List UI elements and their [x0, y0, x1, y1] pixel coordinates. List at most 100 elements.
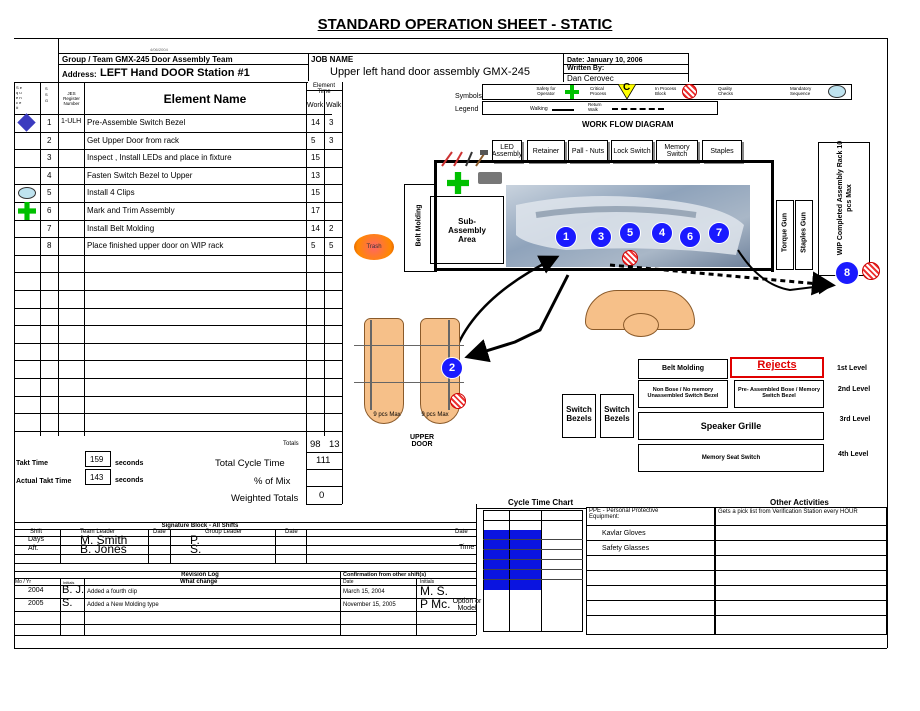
row-jes: 1-ULH: [61, 118, 82, 125]
hand-tools-icon: [440, 148, 490, 168]
safety-symbol-text: Safety for Operator: [536, 86, 556, 96]
rev-year: 2004: [28, 587, 44, 594]
rev-what: Added a fourth clip: [87, 589, 138, 595]
row-work: 14: [311, 118, 320, 127]
critical-letter: C: [623, 82, 631, 93]
element-time-header: Element Time: [312, 83, 335, 95]
mandatory-oval-icon: [18, 187, 36, 200]
row-work: 13: [311, 170, 320, 180]
switch-bezels-1: Switch Bezels: [562, 394, 596, 438]
critical-symbol-text: Critical Process: [590, 86, 607, 96]
staples-gun: Staples Gun: [795, 200, 813, 270]
col-sg-header: S S G: [45, 86, 49, 103]
row-seq: 4: [47, 170, 52, 180]
ppe-item-1: Kavlar Gloves: [602, 530, 646, 537]
rev-what: Added a New Molding type: [87, 602, 159, 608]
row-seq: 1: [47, 118, 52, 127]
conf-initials: M. S.: [420, 584, 449, 598]
revision-title: Revision Log: [181, 572, 219, 578]
preassembled-box: Pre- Assembled Bose / Memory Switch Beze…: [734, 380, 824, 408]
row-element-name: Place finished upper door on WIP rack: [87, 241, 224, 251]
step-4: 4: [651, 222, 673, 244]
totals-label: Totals: [283, 441, 299, 447]
step-3: 3: [590, 226, 612, 248]
sig-date2-header: Date: [285, 529, 298, 535]
weighted-value: 0: [319, 490, 325, 501]
row-work: 5: [311, 135, 316, 145]
quality-check-icon: [862, 262, 880, 280]
torque-gun: Torque Gun: [776, 200, 794, 270]
col-element-header: Element Name: [163, 92, 247, 106]
cycle-bar-2: [510, 530, 541, 590]
total-cycle-value: 111: [316, 455, 331, 466]
total-cycle-label: Total Cycle Time: [215, 458, 285, 469]
row-element-name: Get Upper Door from rack: [87, 135, 180, 145]
ppe-title: PPE - Personal Protective Equipment:: [589, 508, 659, 520]
actual-takt-value: 143: [85, 469, 111, 485]
conf-date: March 15, 2004: [343, 589, 385, 595]
critical-triangle-icon: [617, 83, 637, 100]
row-element-name: Install Belt Molding: [87, 223, 155, 233]
row-walk: 3: [329, 118, 334, 127]
step-8: 8: [835, 261, 859, 285]
level-4-label: 4th Level: [838, 451, 869, 458]
legend-box: [482, 101, 718, 115]
row-walk: 3: [329, 135, 334, 145]
sig-shift: Days: [28, 536, 44, 543]
table-row: 2 Get Upper Door from rack 5 3: [14, 132, 342, 150]
sig-shift-header: Shift: [30, 529, 43, 535]
box-led-assembly: LED Assembly: [492, 140, 522, 162]
mandatory-text: Mandatory Sequence: [790, 86, 812, 96]
conf-initials: P Mc.: [420, 597, 451, 611]
written-by-value: Dan Cerovec: [567, 74, 614, 83]
other-activities-box: [715, 507, 887, 635]
door-rack-frame: [370, 320, 450, 410]
row-seq: 2: [47, 135, 52, 145]
row-element-name: Fasten Switch Bezel to Upper: [87, 170, 193, 180]
walk-header: Walk: [326, 102, 342, 109]
row-seq: 5: [47, 188, 52, 198]
job-name-value: Upper left hand door assembly GMX-245: [330, 66, 530, 78]
written-by-label: Written By:: [567, 65, 605, 72]
in-process-block-icon: [682, 84, 697, 99]
takt-seconds: seconds: [115, 460, 144, 467]
level-1-label: 1st Level: [837, 365, 867, 372]
row-seq: 7: [47, 223, 52, 233]
in-process-text: In Process Block: [655, 86, 677, 96]
rack-belt-molding: Belt Molding: [638, 359, 728, 379]
step-7: 7: [708, 222, 730, 244]
safety-cross-icon: [18, 202, 36, 220]
symbols-label: Symbols: [455, 93, 482, 100]
rev-moyr-header: Mo / Yr: [15, 579, 32, 585]
cycle-chart-title: Cycle Time Chart: [508, 498, 574, 507]
legend-label: Legend: [455, 106, 479, 113]
row-element-name: Pre-Assemble Switch Bezel: [87, 118, 186, 127]
cycle-bar-1: [484, 530, 509, 590]
mix-label: % of Mix: [254, 476, 291, 487]
col-jes-header: JES Register Number: [63, 91, 80, 106]
step-6: 6: [679, 226, 701, 248]
station-frame: [434, 160, 774, 272]
rejects-box[interactable]: Rejects: [730, 357, 824, 378]
sig-team-leader: B. Jones: [80, 542, 127, 556]
weighted-label: Weighted Totals: [231, 493, 299, 504]
other-activity-1: Gets a pick list from Verification Stati…: [718, 509, 858, 515]
conf-date: November 15, 2005: [343, 602, 396, 608]
row-walk: 5: [329, 241, 334, 251]
work-header: Work: [307, 102, 324, 109]
sig-team-leader: M. Smith: [80, 533, 128, 547]
rev-year: 2005: [28, 600, 44, 607]
memory-seat-box: Memory Seat Switch: [638, 444, 824, 472]
row-work: 15: [311, 153, 320, 163]
ppe-box: [586, 507, 715, 635]
work-total: 98: [310, 439, 321, 450]
signature-title: Signature Block - All Shifts: [161, 523, 239, 529]
sig-group-leader: P.: [190, 533, 200, 547]
other-activities-title: Other Activities: [770, 498, 829, 507]
rev-initials-header: Initials: [63, 580, 75, 585]
table-row: 1 1-ULH Pre-Assemble Switch Bezel 14 3: [14, 113, 342, 132]
